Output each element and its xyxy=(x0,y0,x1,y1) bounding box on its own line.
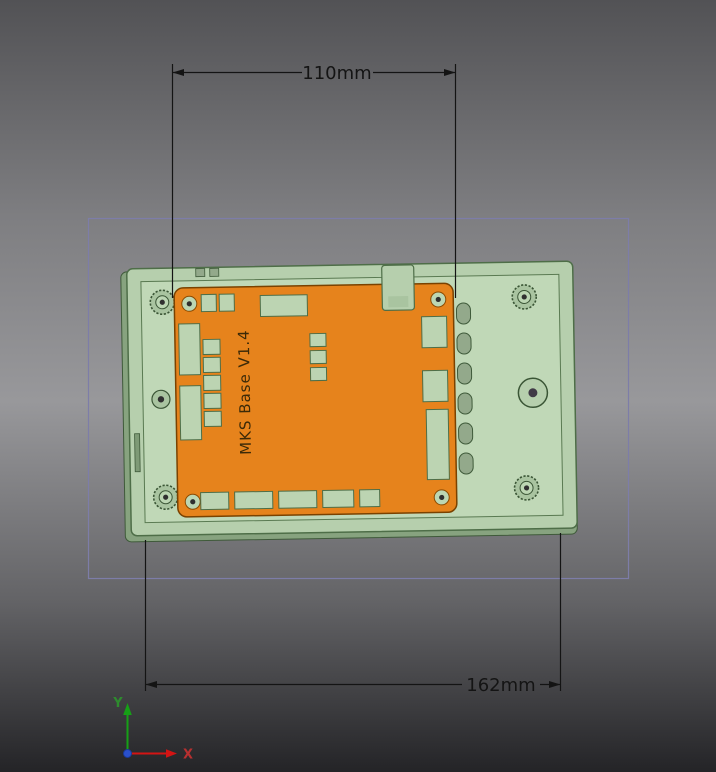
pcb-connector xyxy=(234,490,274,510)
screw-boss xyxy=(513,475,540,501)
side-wall-slot xyxy=(134,433,141,473)
pcb-mounting-hole xyxy=(184,493,201,510)
vent-slot xyxy=(458,452,474,475)
vent-slot xyxy=(457,392,473,415)
pcb-board[interactable] xyxy=(173,282,458,518)
dimension-label: 110mm xyxy=(302,63,371,84)
pcb-connector xyxy=(203,374,222,392)
pcb-mounting-hole xyxy=(433,489,450,506)
dimension-162mm[interactable]: 162mm xyxy=(144,533,562,696)
pcb-connector xyxy=(421,315,448,349)
pcb-connector xyxy=(202,356,222,374)
vent-slot xyxy=(456,332,472,355)
vent-slot xyxy=(458,422,474,445)
screw-boss xyxy=(511,284,538,310)
pcb-mounting-hole xyxy=(430,291,447,308)
retaining-clip xyxy=(381,264,415,311)
origin-dot-icon xyxy=(123,749,132,758)
rim-notch xyxy=(209,267,220,277)
pcb-silkscreen-label: MKS Base V1.4 xyxy=(235,329,255,455)
pcb-connector xyxy=(178,323,202,376)
pcb-connector xyxy=(359,488,381,508)
pcb-connector xyxy=(425,408,450,481)
pcb-connector xyxy=(203,392,222,410)
pcb-connector xyxy=(202,338,221,356)
pcb-connector xyxy=(421,369,449,403)
pcb-connector xyxy=(203,410,222,428)
arrowhead-left-icon xyxy=(145,681,157,688)
pcb-connector xyxy=(278,490,318,509)
selection-bounding-box xyxy=(87,217,630,580)
arrowhead-right-icon xyxy=(549,681,561,688)
axis-gizmo: Y X xyxy=(112,696,193,763)
dimension-110mm[interactable]: 110mm xyxy=(171,63,457,298)
dimension-label: 162mm xyxy=(466,675,535,696)
x-axis-label: X xyxy=(183,748,193,763)
pcb-connector xyxy=(218,293,235,312)
pcb-connector xyxy=(309,349,327,365)
pcb-connector xyxy=(259,294,309,318)
x-axis-arrow-icon xyxy=(166,749,177,758)
arrowhead-left-icon xyxy=(172,69,184,76)
pcb-connector xyxy=(309,332,327,348)
screw-boss xyxy=(149,289,176,316)
pcb-model[interactable]: MKS Base V1.4 xyxy=(173,282,458,518)
pcb-connector xyxy=(322,489,355,508)
pcb-mounting-hole xyxy=(181,295,198,312)
pcb-connector xyxy=(179,385,203,441)
rim-notch xyxy=(195,268,206,278)
pcb-connector xyxy=(200,491,230,511)
center-boss xyxy=(517,377,549,409)
pcb-connector xyxy=(309,366,328,382)
pcb-connector xyxy=(200,293,217,313)
enclosure-model[interactable]: MKS Base V1.4 xyxy=(120,260,578,543)
arrowhead-right-icon xyxy=(444,69,456,76)
vent-slot xyxy=(456,362,473,385)
y-axis-arrow-icon xyxy=(123,703,132,715)
y-axis-label: Y xyxy=(112,696,123,711)
left-wall-hole xyxy=(151,389,171,409)
vent-slot xyxy=(455,302,472,325)
screw-boss xyxy=(152,484,179,511)
